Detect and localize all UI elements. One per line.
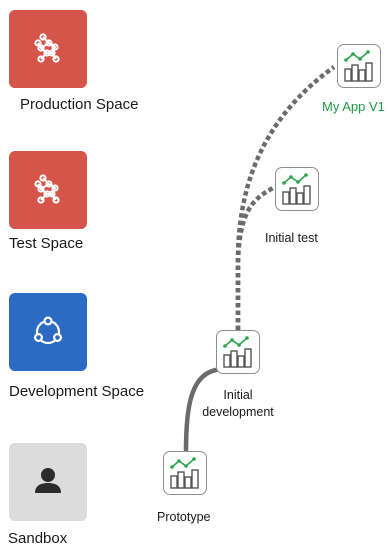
test-space-label: Test Space	[9, 235, 84, 252]
prototype-label: Prototype	[157, 510, 211, 524]
development-space-tile[interactable]	[9, 293, 87, 371]
app-chart-icon	[344, 50, 373, 82]
production-space-tile[interactable]	[9, 10, 87, 88]
test-space-tile[interactable]	[9, 151, 87, 229]
sandbox-label: Sandbox	[8, 530, 68, 547]
initial-development-app[interactable]	[216, 330, 260, 374]
my-app-v1-label: My App V1	[322, 99, 385, 114]
initial-test-label: Initial test	[265, 231, 318, 245]
initial-development-label-line2: development	[202, 405, 274, 419]
dashed-connector-to-initial-test	[235, 186, 275, 330]
initial-test-app[interactable]	[275, 167, 319, 211]
solid-connector-prototype-to-development	[183, 367, 219, 454]
sandbox-tile[interactable]	[9, 443, 87, 521]
user-silhouette-icon	[35, 468, 61, 493]
app-chart-icon	[223, 336, 252, 368]
network-graph-icon	[34, 33, 60, 63]
network-graph-icon	[34, 174, 60, 204]
app-chart-icon	[282, 173, 311, 205]
development-space-label: Development Space	[9, 383, 145, 400]
prototype-app[interactable]	[163, 451, 207, 495]
initial-development-label: Initial development	[196, 387, 280, 421]
app-chart-icon	[170, 457, 199, 489]
my-app-v1-app[interactable]	[337, 44, 381, 88]
initial-development-label-line1: Initial	[223, 388, 253, 402]
hub-circle-icon	[33, 316, 63, 345]
production-space-label: Production Space	[20, 96, 139, 113]
